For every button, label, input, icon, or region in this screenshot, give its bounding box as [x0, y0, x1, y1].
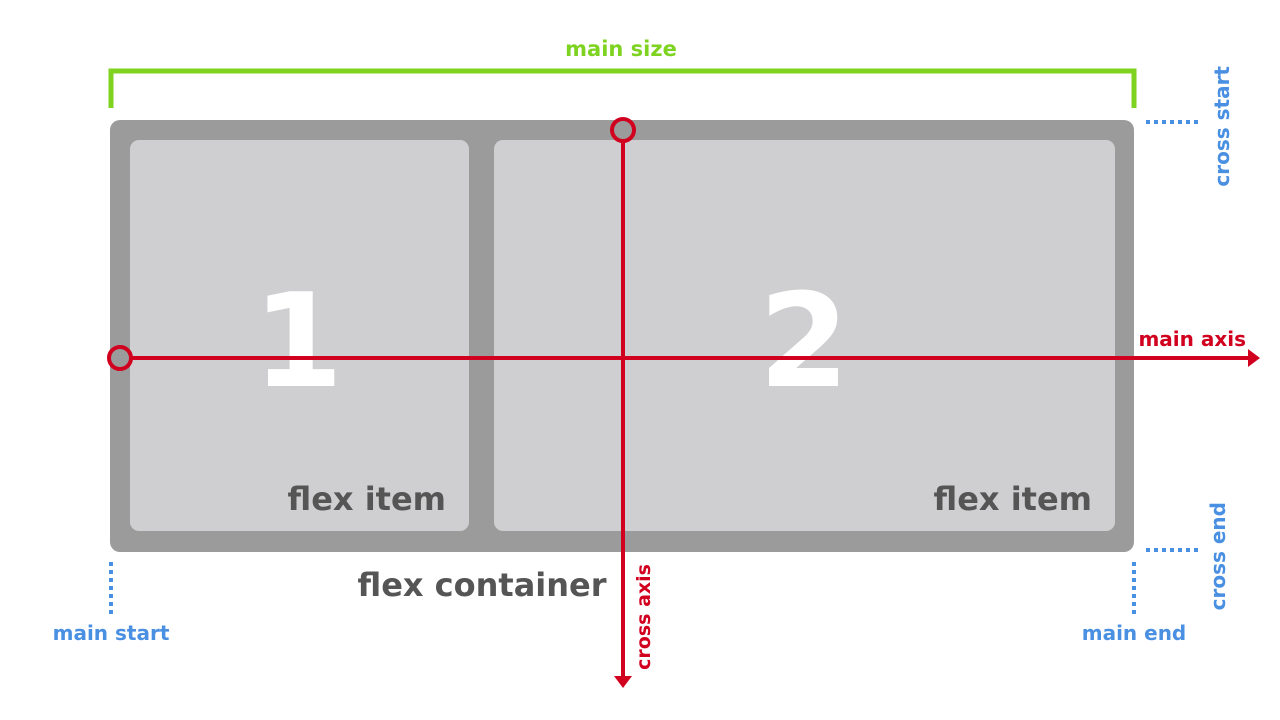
main-axis-label: main axis: [1138, 327, 1246, 351]
main-start-label: main start: [53, 621, 170, 645]
cross-axis: [610, 117, 636, 688]
main-size-label: main size: [565, 37, 677, 61]
main-axis: [107, 345, 1260, 371]
cross-axis-label: cross axis: [633, 564, 655, 670]
flex-item-2-label: flex item: [933, 480, 1092, 518]
flex-item-1-number: 1: [253, 265, 343, 417]
flex-container-label: flex container: [357, 566, 606, 604]
main-end-label: main end: [1082, 621, 1187, 645]
main-axis-origin-circle: [107, 345, 133, 371]
main-size-bracket: [108, 68, 1137, 108]
flex-item-1-label: flex item: [287, 480, 446, 518]
flex-item-1: 1 flex item: [130, 140, 469, 531]
main-axis-arrowhead: [1248, 349, 1260, 367]
flex-item-2: 2 flex item: [494, 140, 1115, 531]
flex-item-2-number: 2: [759, 265, 849, 417]
cross-axis-origin-circle: [610, 117, 636, 143]
cross-start-label: cross start: [1210, 66, 1234, 187]
cross-axis-arrowhead: [614, 676, 632, 688]
cross-end-label: cross end: [1206, 502, 1230, 610]
